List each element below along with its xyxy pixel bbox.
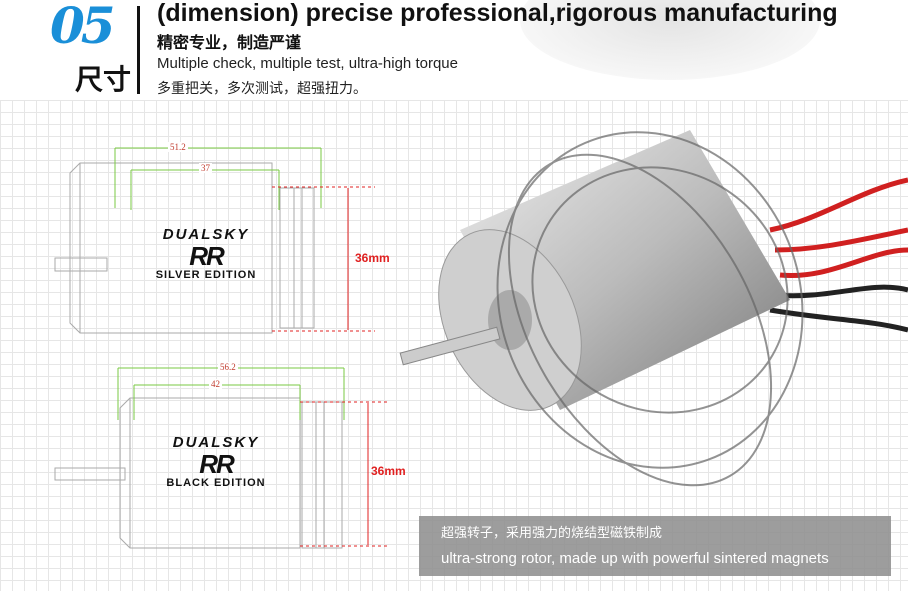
- subtitle: Multiple check, multiple test, ultra-hig…: [157, 55, 458, 72]
- overall-length-label: 51.2: [168, 142, 188, 152]
- body-length-label: 37: [199, 163, 212, 173]
- motor-drawing-black: [54, 367, 390, 549]
- page-title: (dimension) precise professional,rigorou…: [157, 0, 838, 27]
- page-title-cn: 精密专业，制造严谨: [157, 35, 302, 52]
- height-label: 36mm: [355, 251, 390, 265]
- caption-cn: 超强转子，采用强力的烧结型磁铁制成: [441, 525, 663, 540]
- caption-en: ultra-strong rotor, made up with powerfu…: [441, 550, 829, 567]
- caption-box: 超强转子，采用强力的烧结型磁铁制成 ultra-strong rotor, ma…: [419, 516, 891, 576]
- section-number: 05: [50, 0, 116, 55]
- divider: [137, 6, 140, 94]
- motor-photo: [399, 130, 908, 487]
- section-label: 尺寸: [75, 64, 132, 95]
- overall-length-label: 56.2: [218, 362, 238, 372]
- height-label: 36mm: [371, 464, 406, 478]
- subtitle-cn: 多重把关，多次测试，超强扭力。: [157, 80, 367, 96]
- body-length-label: 42: [209, 379, 222, 389]
